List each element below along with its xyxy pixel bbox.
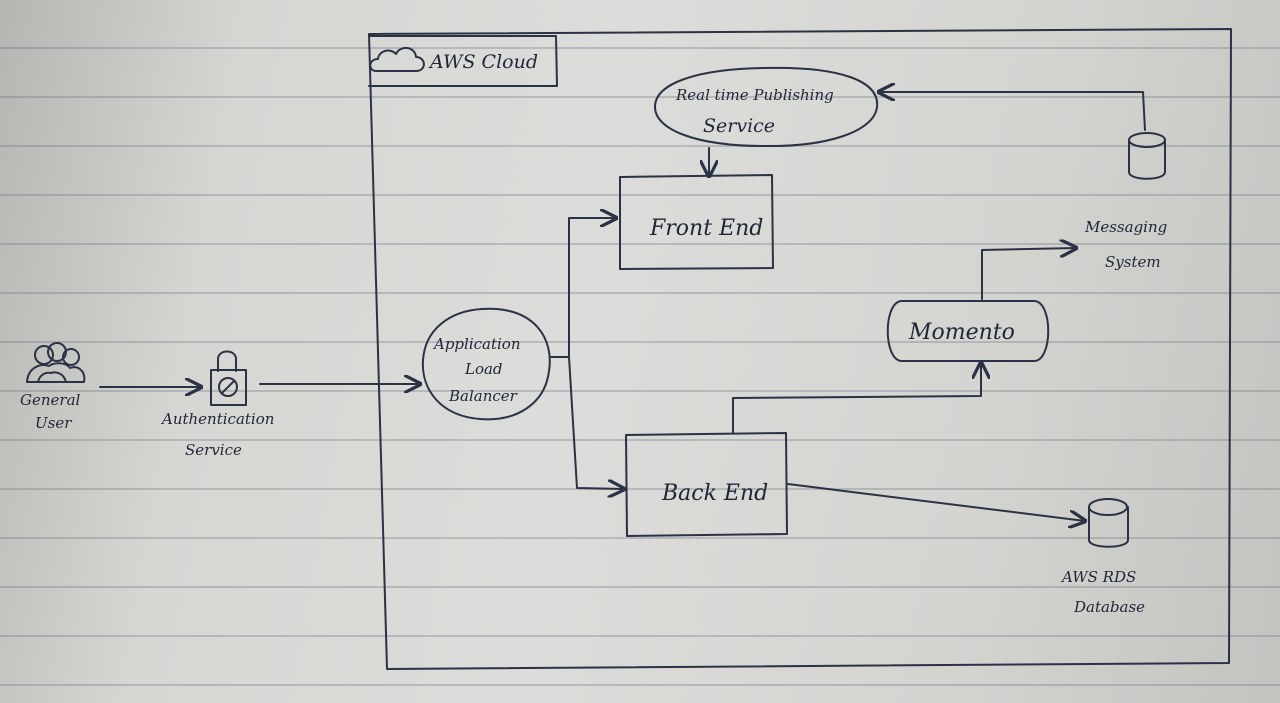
front-end-label: Front End [649,216,763,241]
authentication-service-label-1: Authentication [160,410,274,428]
realtime-publishing-label-1: Real time Publishing [675,86,834,104]
connector-load-balancer-to-back-end [568,356,624,489]
connector-database-to-publishing [879,92,1146,131]
aws-cloud-boundary [368,28,1232,670]
connector-back-end-to-momento [732,363,981,434]
authentication-service-node: Authentication Service [160,350,274,459]
momento-label: Momento [908,320,1015,345]
users-icon [26,342,86,383]
general-user-node: General User [20,342,86,432]
load-balancer-label-2: Load [464,360,503,378]
realtime-publishing-node: Real time Publishing Service [653,66,879,148]
messaging-system-label-2: System [1105,253,1161,271]
load-balancer-label-1: Application [432,335,521,353]
aws-cloud-header: AWS Cloud [368,35,558,87]
realtime-publishing-label-2: Service [703,115,775,137]
lock-icon [210,350,247,406]
rds-database-node: AWS RDS Database [1060,498,1145,616]
messaging-system-label-1: Messaging [1084,218,1167,236]
connector-momento-to-messaging [981,248,1076,300]
load-balancer-node: Application Load Balancer [421,307,551,421]
messaging-system-node: Messaging System [1084,218,1167,271]
back-end-label: Back End [661,481,768,506]
back-end-node: Back End [625,432,788,537]
load-balancer-label-3: Balancer [448,387,518,405]
database-icon [1128,132,1166,180]
general-user-label-1: General [20,391,81,409]
connector-load-balancer-to-front-end [550,218,616,358]
cloud-icon [369,47,425,72]
connector-back-end-to-rds [787,483,1085,521]
general-user-label-2: User [35,414,72,432]
front-end-node: Front End [619,174,774,270]
rds-database-label-2: Database [1073,598,1145,616]
momento-node: Momento [886,300,1050,362]
aws-cloud-label: AWS Cloud [428,51,538,73]
authentication-service-label-2: Service [185,441,242,459]
rds-database-label-1: AWS RDS [1060,568,1136,586]
database-icon [1088,498,1129,548]
